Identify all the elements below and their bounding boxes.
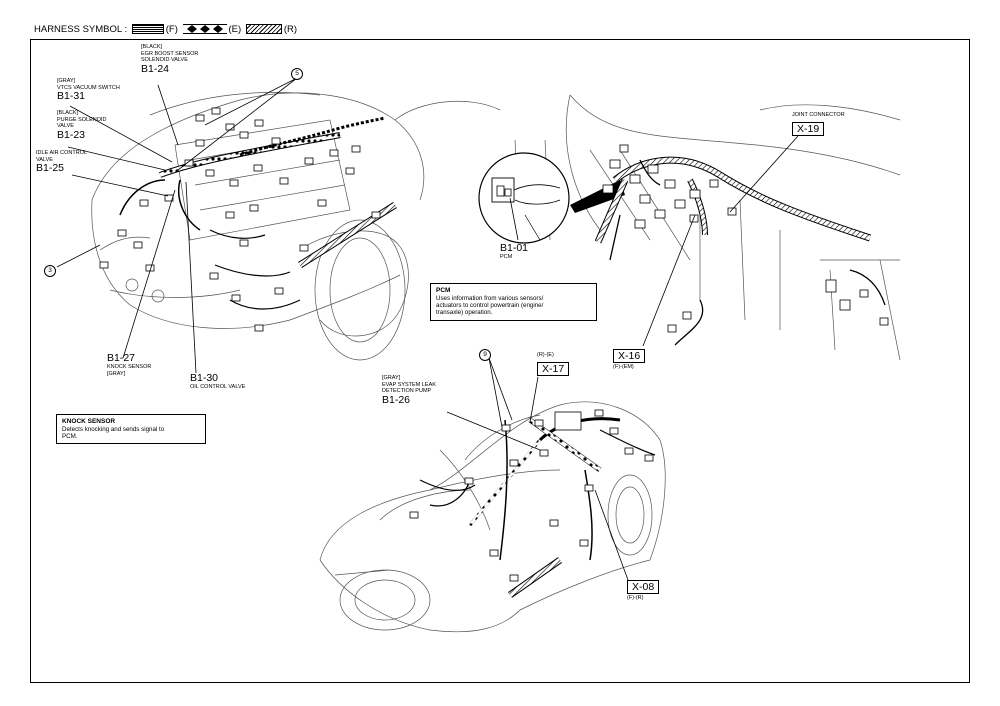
label-x-17-desc: (R)-(E)	[537, 352, 554, 358]
harness-symbol-legend: HARNESS SYMBOL : (F) (E) (R)	[34, 24, 297, 35]
legend-f: (F)	[165, 24, 178, 35]
label-b1-30-code: B1-30	[190, 372, 219, 384]
car-connectors	[409, 409, 654, 582]
label-b1-23-desc: [BLACK] PURGE SOLENOID VALVE	[57, 110, 107, 129]
label-x-08-code: X-08	[627, 580, 660, 594]
label-b1-30-desc: OIL CONTROL VALVE	[190, 384, 246, 390]
label-b1-25-code: B1-25	[36, 162, 65, 174]
engine-bay-drawing	[91, 92, 501, 361]
label-b1-01-desc: PCM	[500, 254, 513, 260]
legend-r: (R)	[283, 24, 298, 35]
legend-e: (E)	[228, 24, 242, 35]
label-b1-26-code: B1-26	[382, 393, 411, 406]
knock-note-title: KNOCK SENSOR	[62, 418, 116, 425]
label-b1-27-desc: KNOCK SENSOR [GRAY]	[107, 364, 152, 377]
label-x-16: X-16 (F)-(EM)	[613, 346, 646, 371]
label-x-17: (R)-(E) X-17	[537, 352, 570, 377]
label-b1-26-desc: [GRAY] EVAP SYSTEM LEAK DETECTION PUMP	[382, 375, 436, 394]
callout-circle-5: 5	[291, 68, 303, 80]
label-b1-26: [GRAY] EVAP SYSTEM LEAK DETECTION PUMP B…	[382, 375, 436, 406]
diagram-frame	[30, 39, 970, 683]
knock-sensor-note: KNOCK SENSOR Detects knocking and sends …	[56, 414, 206, 444]
label-b1-27-code: B1-27	[107, 352, 136, 364]
callout-circle-9: 9	[479, 349, 491, 361]
car-harness	[419, 417, 656, 598]
label-b1-23-code: B1-23	[57, 128, 86, 141]
label-x-19: JOINT CONNECTOR X-19	[792, 112, 845, 137]
label-x-16-desc: (F)-(EM)	[613, 364, 634, 370]
label-b1-24-desc: [BLACK] EGR BOOST SENSOR SOLENOID VALVE	[141, 44, 199, 63]
callout-circle-3: 3	[44, 265, 56, 277]
label-x-17-code: X-17	[537, 361, 570, 376]
label-b1-25: IDLE AIR CONTROL VALVE B1-25	[36, 150, 87, 174]
label-b1-01-code: B1-01	[500, 242, 529, 254]
dash-connectors	[602, 144, 889, 333]
label-b1-27: B1-27 KNOCK SENSOR [GRAY]	[107, 353, 151, 377]
engine-leader-lines	[56, 77, 298, 374]
label-b1-23: [BLACK] PURGE SOLENOID VALVE B1-23	[57, 110, 107, 141]
label-x-19-code: X-19	[792, 121, 825, 136]
car-leader-lines	[446, 357, 629, 581]
knock-note-text: Detects knocking and sends signal to PCM…	[62, 426, 165, 441]
label-x-16-code: X-16	[613, 349, 646, 363]
label-b1-30: B1-30 OIL CONTROL VALVE	[190, 373, 245, 391]
engine-connectors	[99, 107, 381, 332]
label-b1-24-code: B1-24	[141, 62, 170, 75]
pcm-note: PCM Uses information from various sensor…	[430, 283, 597, 321]
pcm-note-title: PCM	[436, 287, 451, 294]
label-b1-24: [BLACK] EGR BOOST SENSOR SOLENOID VALVE …	[141, 44, 198, 75]
pcm-note-text: Uses information from various sensors/ a…	[436, 295, 544, 317]
label-x-19-desc: JOINT CONNECTOR	[792, 112, 845, 118]
dash-harness	[594, 156, 886, 346]
label-x-08: X-08 (F)-(R)	[627, 577, 660, 602]
label-b1-31-code: B1-31	[57, 90, 86, 102]
label-b1-31: [GRAY] VTCS VACUUM SWITCH B1-31	[57, 78, 120, 102]
dash-leader-lines	[509, 135, 799, 347]
label-x-08-desc: (F)-(R)	[627, 595, 644, 601]
label-b1-25-desc: IDLE AIR CONTROL VALVE	[36, 150, 88, 163]
harness-e-symbol	[182, 24, 227, 35]
harness-f-symbol	[131, 24, 164, 35]
harness-r-symbol	[245, 24, 282, 35]
label-b1-01: B1-01 PCM	[500, 243, 528, 261]
label-b1-31-desc: [GRAY] VTCS VACUUM SWITCH	[57, 78, 120, 91]
legend-prefix: HARNESS SYMBOL :	[34, 24, 128, 35]
